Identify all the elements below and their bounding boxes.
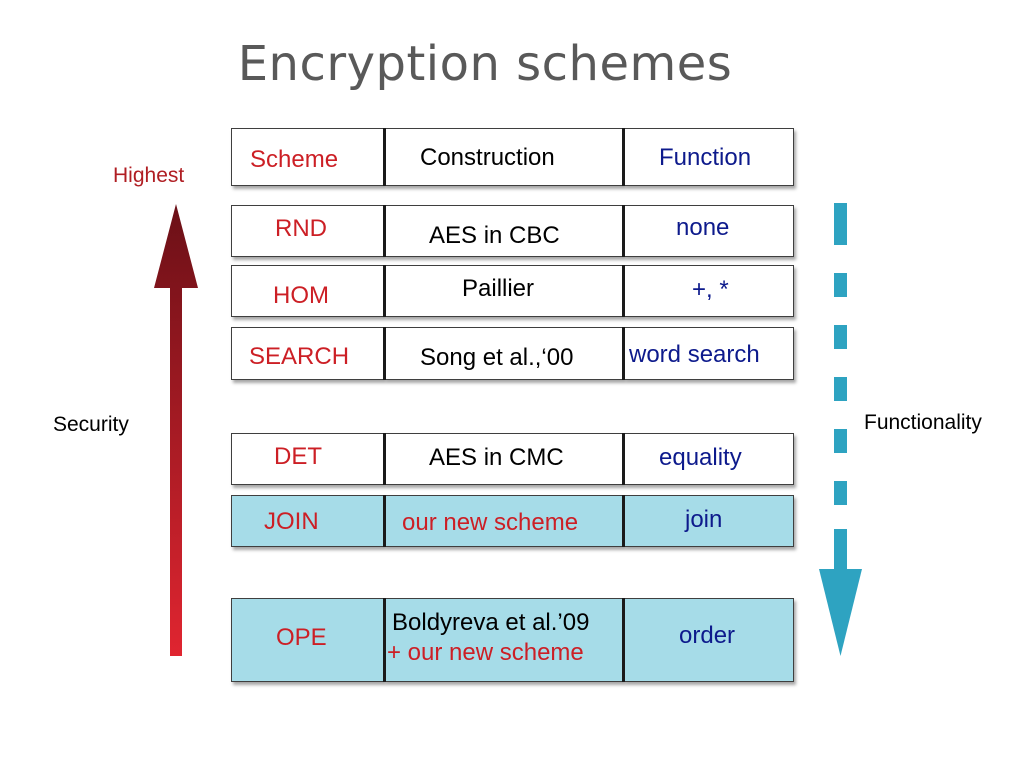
header-construction: Construction	[420, 144, 555, 171]
construction-cell: Boldyreva et al.’09 + our new scheme	[384, 598, 624, 682]
construction-cell: AES in CMC	[384, 433, 624, 485]
header-construction-cell: Construction	[384, 128, 624, 186]
construction-cell: our new scheme	[384, 495, 624, 547]
header-scheme-cell: Scheme	[231, 128, 384, 186]
scheme-name: JOIN	[264, 508, 319, 535]
column-separator	[383, 433, 386, 485]
scheme-name: HOM	[273, 282, 329, 309]
construction-text: Boldyreva et al.’09	[392, 609, 590, 636]
header-scheme: Scheme	[250, 146, 339, 173]
column-separator	[622, 265, 625, 317]
function-cell: join	[624, 495, 794, 547]
highest-label: Highest	[113, 164, 185, 187]
function-text: none	[676, 214, 730, 241]
column-separator	[622, 327, 625, 380]
scheme-cell: DET	[231, 433, 384, 485]
column-separator	[383, 265, 386, 317]
construction-text: AES in CBC	[429, 222, 560, 249]
header-row: Scheme Construction Function	[231, 128, 794, 186]
scheme-cell: OPE	[231, 598, 384, 682]
function-text: +, *	[692, 276, 729, 303]
function-cell: word search	[624, 327, 794, 380]
column-separator	[622, 128, 625, 186]
security-label: Security	[53, 413, 129, 436]
scheme-cell: HOM	[231, 265, 384, 317]
column-separator	[622, 433, 625, 485]
function-text: order	[679, 622, 736, 649]
table-row: SEARCH Song et al.,‘00 word search	[231, 327, 794, 380]
construction-text: AES in CMC	[429, 444, 564, 471]
security-arrow-head	[154, 204, 198, 656]
table-row: OPE Boldyreva et al.’09 + our new scheme…	[231, 598, 794, 682]
function-cell: equality	[624, 433, 794, 485]
construction-text: our new scheme	[402, 509, 579, 536]
construction-text: Song et al.,‘00	[420, 344, 574, 371]
construction-cell: AES in CBC	[384, 205, 624, 257]
functionality-arrow	[819, 203, 862, 656]
function-text: join	[685, 506, 723, 533]
construction-cell: Song et al.,‘00	[384, 327, 624, 380]
slide-title: Encryption schemes	[237, 36, 733, 92]
scheme-cell: JOIN	[231, 495, 384, 547]
header-function-cell: Function	[624, 128, 794, 186]
scheme-cell: SEARCH	[231, 327, 384, 380]
security-arrow	[154, 204, 198, 656]
functionality-label: Functionality	[864, 411, 982, 434]
column-separator	[622, 495, 625, 547]
construction-text: Paillier	[462, 275, 535, 302]
column-separator	[622, 205, 625, 257]
function-text: word search	[629, 341, 760, 368]
functionality-arrow-head	[819, 569, 862, 656]
table-row: RND AES in CBC none	[231, 205, 794, 257]
function-cell: none	[624, 205, 794, 257]
table-row: HOM Paillier +, *	[231, 265, 794, 317]
scheme-name: SEARCH	[249, 343, 350, 370]
construction-extra-text: + our new scheme	[387, 639, 584, 666]
column-separator	[383, 205, 386, 257]
table-row: DET AES in CMC equality	[231, 433, 794, 485]
column-separator	[383, 598, 386, 682]
header-function: Function	[659, 144, 752, 171]
function-text: equality	[659, 444, 742, 471]
function-cell: +, *	[624, 265, 794, 317]
table-row: JOIN our new scheme join	[231, 495, 794, 547]
scheme-name: DET	[274, 443, 322, 470]
column-separator	[622, 598, 625, 682]
column-separator	[383, 495, 386, 547]
function-cell: order	[624, 598, 794, 682]
scheme-name: RND	[275, 215, 327, 242]
construction-cell: Paillier	[384, 265, 624, 317]
scheme-cell: RND	[231, 205, 384, 257]
scheme-name: OPE	[276, 624, 327, 651]
column-separator	[383, 128, 386, 186]
column-separator	[383, 327, 386, 380]
